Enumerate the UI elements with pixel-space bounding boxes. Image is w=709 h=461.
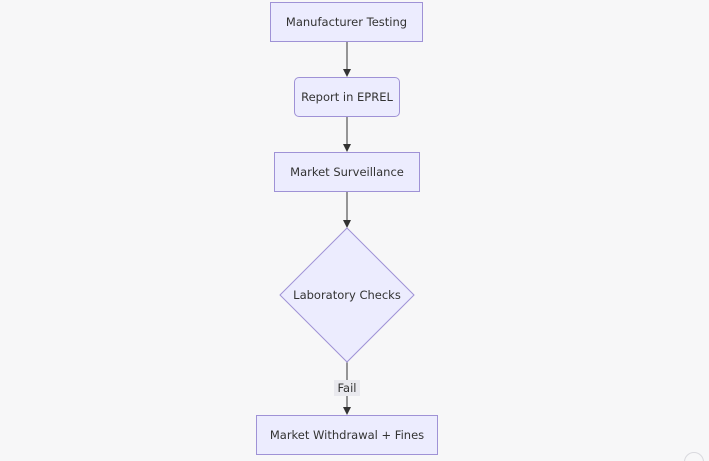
decision-diamond-shape: [279, 227, 415, 363]
node-manufacturer-testing[interactable]: Manufacturer Testing: [270, 2, 423, 42]
node-label: Laboratory Checks: [293, 288, 401, 302]
node-laboratory-checks[interactable]: Laboratory Checks: [280, 228, 414, 362]
node-label: Market Withdrawal + Fines: [269, 428, 425, 442]
node-market-surveillance[interactable]: Market Surveillance: [274, 152, 420, 192]
node-market-withdrawal-fines[interactable]: Market Withdrawal + Fines: [256, 415, 438, 455]
edge-label-fail: Fail: [334, 380, 360, 396]
node-label: Report in EPREL: [301, 90, 393, 104]
node-label: Manufacturer Testing: [285, 15, 408, 29]
node-label: Market Surveillance: [290, 165, 404, 179]
node-report-in-eprel[interactable]: Report in EPREL: [294, 77, 400, 117]
